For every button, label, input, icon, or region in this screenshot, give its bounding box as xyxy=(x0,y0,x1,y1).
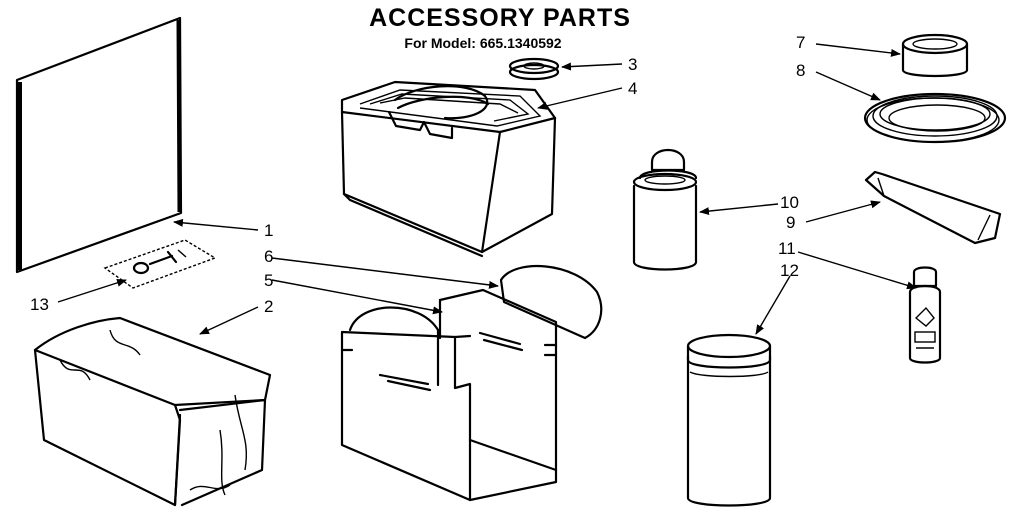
part-12-large-can xyxy=(686,333,772,507)
part-2-bag xyxy=(33,316,272,507)
part-6-arch xyxy=(499,264,603,340)
part-11-bottle xyxy=(908,266,942,364)
leader-lines xyxy=(57,43,917,335)
callout-7: 7 xyxy=(796,33,805,52)
callout-12: 12 xyxy=(780,261,799,280)
part-9-tube xyxy=(864,170,1002,245)
callout-3: 3 xyxy=(628,55,637,74)
callout-8: 8 xyxy=(796,61,805,80)
callout-10: 10 xyxy=(780,193,799,212)
callout-4: 4 xyxy=(628,79,637,98)
part-7-tape-roll xyxy=(901,33,969,78)
part-10-spray-can xyxy=(632,148,698,271)
part-3-cap xyxy=(508,57,560,81)
part-13-hardware-card xyxy=(103,239,217,289)
callout-6: 6 xyxy=(264,247,273,266)
part-1-panel xyxy=(15,16,183,274)
part-5-holder xyxy=(340,288,558,502)
diagram-title: ACCESSORY PARTS xyxy=(369,4,631,32)
callout-9: 9 xyxy=(786,213,795,232)
model-subtitle: For Model: 665.1340592 xyxy=(404,35,562,51)
callout-2: 2 xyxy=(264,297,273,316)
part-8-cord-coil xyxy=(863,92,1007,144)
callout-numbers: 1 2 3 4 5 6 7 8 9 10 11 12 13 xyxy=(30,33,805,316)
part-4-box xyxy=(340,80,557,258)
callout-13: 13 xyxy=(30,295,49,314)
callout-1: 1 xyxy=(264,221,273,240)
callout-11: 11 xyxy=(778,239,796,258)
callout-5: 5 xyxy=(264,271,273,290)
